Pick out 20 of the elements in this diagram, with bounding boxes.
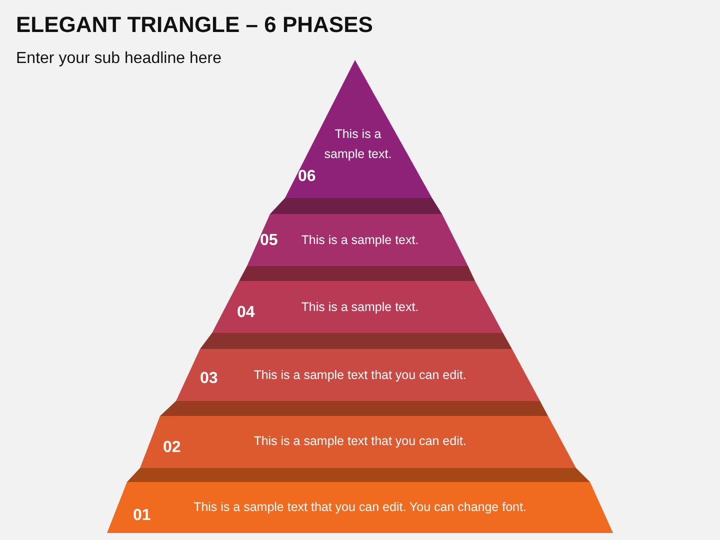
- tier-text: This is a sample text.: [323, 126, 393, 163]
- title: ELEGANT TRIANGLE – 6 PHASES: [16, 12, 373, 38]
- pyramid-tier-band: [176, 349, 540, 401]
- subtitle: Enter your sub headline here: [16, 50, 222, 68]
- tier-text: This is a sample text that you can edit.: [254, 434, 466, 448]
- tier-text: This is a sample text that you can edit. You can change font.: [194, 500, 526, 514]
- step-number: 04: [237, 304, 255, 322]
- pyramid-tier-band: [212, 281, 503, 333]
- pyramid-tier-band: [107, 482, 613, 533]
- tier-text: This is a sample text.: [301, 233, 419, 247]
- step-number: 02: [163, 439, 181, 457]
- tier-text: This is a sample text that you can edit.: [254, 368, 466, 382]
- pyramid-tier-band: [140, 416, 576, 468]
- step-number: 01: [133, 507, 151, 525]
- step-number: 06: [298, 168, 316, 186]
- pyramid-tier-band: [247, 214, 468, 266]
- step-number: 03: [200, 370, 218, 388]
- tier-text: This is a sample text.: [301, 300, 419, 314]
- step-number: 05: [260, 232, 278, 250]
- pyramid-apex-triangle: [285, 60, 432, 198]
